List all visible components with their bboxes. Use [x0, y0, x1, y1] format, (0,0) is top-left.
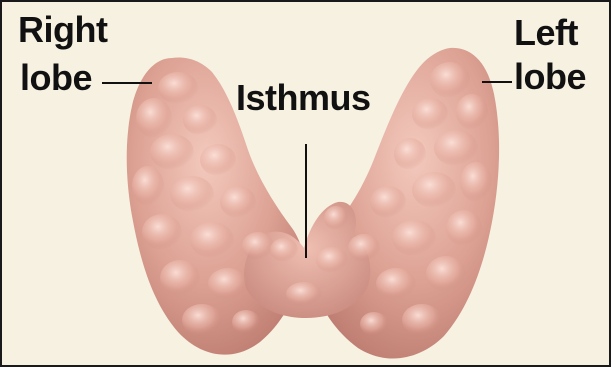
- right-lobe-label-line1: Right: [18, 12, 107, 48]
- right-lobe-label-line2: lobe: [20, 60, 92, 96]
- isthmus-label: Isthmus: [236, 80, 371, 116]
- left-lobe-label-line1: Left: [514, 15, 578, 51]
- left-lobe-label-line2: lobe: [514, 59, 586, 95]
